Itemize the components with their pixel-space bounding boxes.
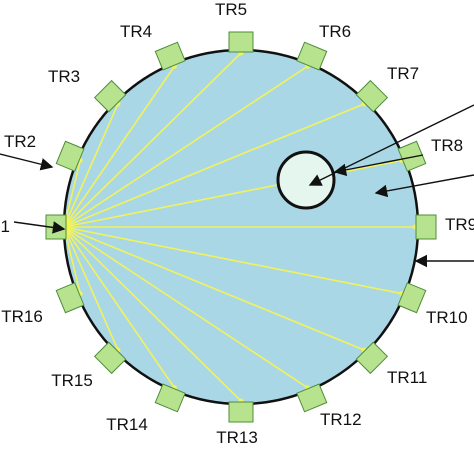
label-tr7: TR7 <box>387 64 419 83</box>
label-tr15: TR15 <box>51 371 93 390</box>
transducer-ring-group <box>45 31 437 423</box>
arrow-to-tr2 <box>0 153 54 171</box>
ray-tr3 <box>63 103 119 228</box>
arrow-to-body <box>374 174 474 198</box>
transducer-tr13 <box>228 401 254 423</box>
transducer-tr7 <box>355 79 389 113</box>
label-tr11: TR11 <box>387 368 427 387</box>
transducer-tr9 <box>415 214 437 240</box>
transducer-tr4 <box>154 41 186 71</box>
label-tr9: TR9 <box>445 215 474 234</box>
pointer-arrows-group <box>0 104 474 268</box>
ray-tr16 <box>63 226 82 294</box>
ray-tr7 <box>63 103 365 228</box>
ray-tr6 <box>63 65 309 228</box>
transducer-tr8 <box>397 140 427 172</box>
transducer-tr10 <box>397 282 427 314</box>
transducer-tr11 <box>355 341 389 375</box>
transducer-tr2 <box>55 140 85 172</box>
transducer-tr15 <box>93 341 127 375</box>
label-tr6: TR6 <box>319 22 351 41</box>
ray-tr4 <box>63 65 176 228</box>
label-tr13: TR13 <box>216 428 258 447</box>
label-tr1: TR1 <box>0 217 10 236</box>
label-tr3: TR3 <box>48 67 80 86</box>
arrow-to-tr8 <box>333 154 424 177</box>
label-tr4: TR4 <box>120 22 152 41</box>
transducer-tr3 <box>93 79 127 113</box>
transducer-tr12 <box>296 383 328 413</box>
label-tr2: TR2 <box>4 132 36 151</box>
arrow-to-tr1 <box>13 221 66 234</box>
ray-tr15 <box>63 226 119 351</box>
ray-tr12 <box>63 226 309 389</box>
ray-tr13 <box>63 226 242 402</box>
ray-tr10 <box>63 226 402 295</box>
transducer-tr16 <box>55 282 85 314</box>
label-tr5: TR5 <box>215 0 247 19</box>
label-tr10: TR10 <box>426 308 468 327</box>
ray-tr5 <box>63 52 242 228</box>
transducer-tr6 <box>296 41 328 71</box>
label-tr12: TR12 <box>320 410 362 429</box>
ray-tr2 <box>63 160 82 228</box>
ray-tr14 <box>63 226 176 389</box>
inclusion-circle <box>276 150 336 210</box>
transducer-tr5 <box>228 31 254 53</box>
label-tr14: TR14 <box>106 415 148 434</box>
label-tr16: TR16 <box>1 307 43 326</box>
ray-paths-group <box>63 50 418 404</box>
ray-tr11 <box>63 226 365 351</box>
label-tr8: TR8 <box>431 136 463 155</box>
transducer-labels-group: TR1TR2TR3TR4TR5TR6TR7TR8TR9TR10TR11TR12T… <box>0 0 474 447</box>
transducer-tr14 <box>154 383 186 413</box>
